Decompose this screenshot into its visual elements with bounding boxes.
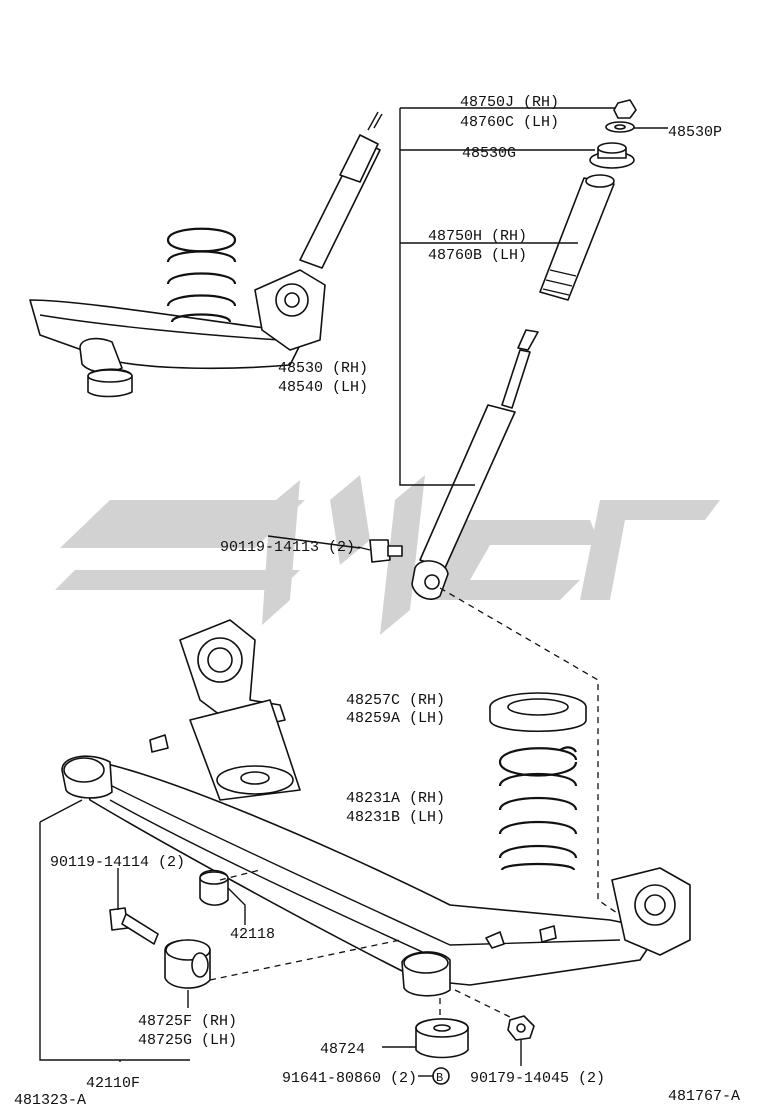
label-bumper: 48724 [320,1041,365,1058]
label-axle: 42110F [86,1075,140,1092]
label-cover-1: 48750H (RH) [428,228,527,245]
label-insulator-2: 48259A (LH) [346,710,445,727]
label-bolt-upper: 90119-14113 (2) [220,539,355,556]
label-bolt-b: 91641-80860 (2) [282,1070,417,1087]
label-washer-top: 48530P [668,124,722,141]
alignment-dashes [209,587,621,1020]
label-cover-2: 48760B (LH) [428,247,527,264]
bolt-upper [357,539,403,563]
label-mount-top: 48530G [462,145,516,162]
washer-top [605,121,635,133]
label-bushing-1: 48725F (RH) [138,1013,237,1030]
ref-right: 481767-A [668,1088,740,1105]
label-insulator-1: 48257C (RH) [346,692,445,709]
bump-stopper [382,1018,469,1059]
label-bracket [399,107,668,486]
label-bolt-lower: 90119-14114 (2) [50,854,185,871]
circle-b-letter: B [436,1071,443,1085]
axle-bracket [39,799,190,1062]
label-bushing-small: 42118 [230,926,275,943]
bolt-lower [109,868,159,945]
label-absorber-1: 48530 (RH) [278,360,368,377]
label-spring-1: 48231A (RH) [346,790,445,807]
label-nut-top-1: 48750J (RH) [460,94,559,111]
axle-beam [61,619,691,997]
assembly-overview [29,111,383,398]
label-nut-lower: 90179-14045 (2) [470,1070,605,1087]
mount-top [589,142,635,169]
coil-spring [498,746,578,872]
ref-left: 481323-A [14,1092,86,1109]
nut-top [613,99,637,119]
watermark-logo [55,475,720,635]
bushing-large [164,939,211,1008]
circle-b-marker: B [432,1067,450,1085]
label-bushing-2: 48725G (LH) [138,1032,237,1049]
label-spring-2: 48231B (LH) [346,809,445,826]
leader-bolt-upper [267,535,361,549]
shock-absorber [411,329,539,600]
label-absorber-2: 48540 (LH) [278,379,368,396]
spring-insulator [489,692,587,733]
nut-lower [507,1015,535,1066]
label-nut-top-2: 48760C (LH) [460,114,559,131]
dust-cover [539,174,615,301]
